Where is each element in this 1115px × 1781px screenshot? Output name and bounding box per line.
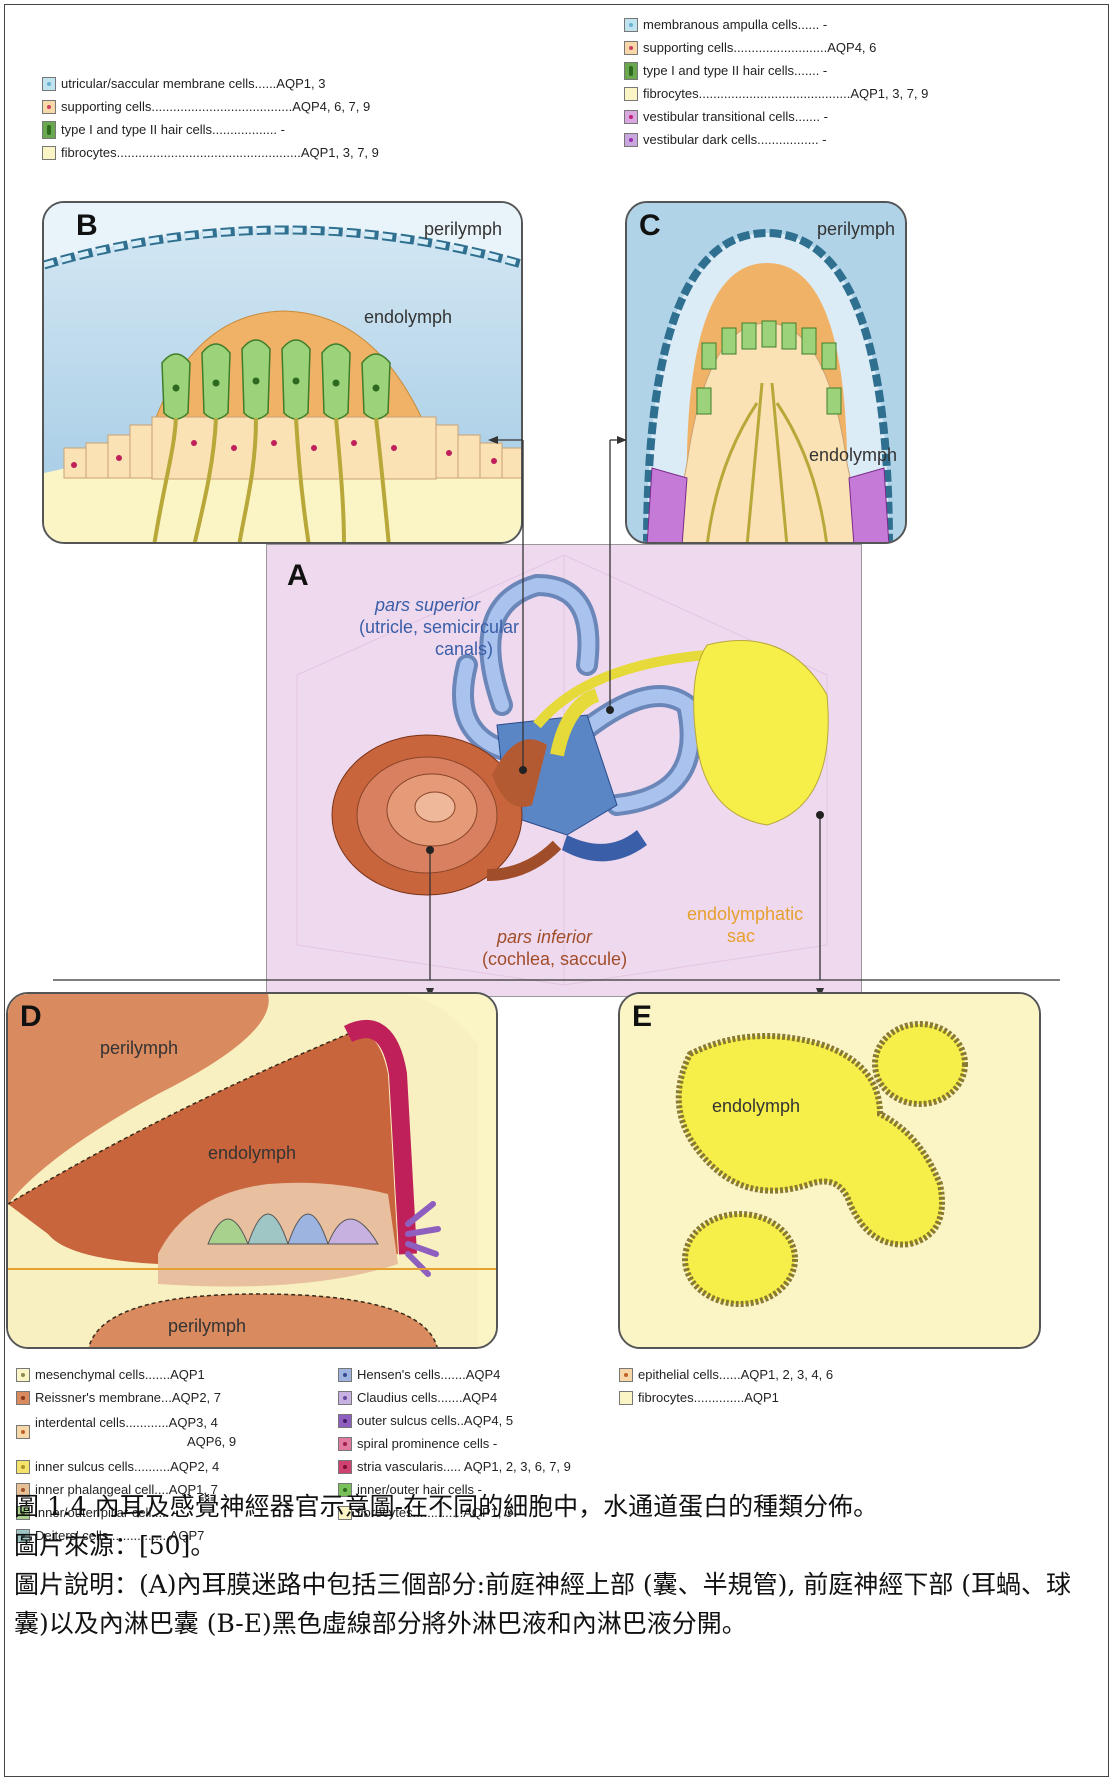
panel-d-perilymph-top-label: perilymph [100,1038,178,1058]
legend-label: interdental cells............AQP3, 4 [35,1415,218,1430]
legend-label: Claudius cells.......AQP4 [357,1390,497,1405]
legend-swatch [619,1368,633,1382]
legend-entry: spiral prominence cells - [338,1432,638,1455]
legend-label: fibrocytes..............AQP1 [638,1390,779,1405]
caption-line-2: 圖片來源：[50]。 [14,1526,1104,1565]
legend-label-continuation: AQP6, 9 [35,1435,236,1448]
legend-entry: Claudius cells.......AQP4 [338,1386,638,1409]
panel-e-letter: E [632,1000,652,1033]
legend-entry: outer sulcus cells..AQP4, 5 [338,1409,638,1432]
legend-label: Hensen's cells.......AQP4 [357,1367,500,1382]
caption-line-1: 圖 1.4 內耳及感覺神經器官示意圖-在不同的細胞中，水通道蛋白的種類分佈。 [14,1487,1104,1526]
figure-caption: 圖 1.4 內耳及感覺神經器官示意圖-在不同的細胞中，水通道蛋白的種類分佈。 圖… [14,1487,1104,1643]
legend-entry: interdental cells............AQP3, 4 AQP6… [16,1409,336,1455]
legend-swatch [338,1460,352,1474]
legend-entry: epithelial cells......AQP1, 2, 3, 4, 6 [619,1363,919,1386]
legend-swatch [16,1460,30,1474]
panel-d-letter: D [20,1000,42,1033]
caption-line-3: 圖片說明：(A)內耳膜迷路中包括三個部分:前庭神經上部 (囊、半規管), 前庭神… [14,1565,1104,1643]
legend-swatch [338,1414,352,1428]
legend-label: spiral prominence cells - [357,1436,497,1451]
legend-label: stria vascularis..... AQP1, 2, 3, 6, 7, … [357,1459,571,1474]
legend-swatch [16,1391,30,1405]
legend-swatch [16,1368,30,1382]
legend-label: Reissner's membrane...AQP2, 7 [35,1390,221,1405]
legend-label: outer sulcus cells..AQP4, 5 [357,1413,513,1428]
panel-d: D perilymph endolymph perilymph [6,992,498,1349]
legend-entry: Reissner's membrane...AQP2, 7 [16,1386,336,1409]
panel-e-drawing: E endolymph [620,994,1041,1349]
legend-entry: mesenchymal cells.......AQP1 [16,1363,336,1386]
legend-entry: Hensen's cells.......AQP4 [338,1363,638,1386]
legend-panel-e: epithelial cells......AQP1, 2, 3, 4, 6 fi… [619,1363,919,1409]
panel-d-endolymph-label: endolymph [208,1143,296,1163]
legend-swatch [338,1391,352,1405]
legend-swatch [338,1368,352,1382]
panel-e-endolymph-label: endolymph [712,1096,800,1116]
legend-entry: stria vascularis..... AQP1, 2, 3, 6, 7, … [338,1455,638,1478]
legend-label: epithelial cells......AQP1, 2, 3, 4, 6 [638,1367,833,1382]
panel-e: E endolymph [618,992,1041,1349]
legend-entry: fibrocytes..............AQP1 [619,1386,919,1409]
panel-d-perilymph-bottom-label: perilymph [168,1316,246,1336]
legend-label: mesenchymal cells.......AQP1 [35,1367,205,1382]
legend-label: inner sulcus cells..........AQP2, 4 [35,1459,219,1474]
panel-d-drawing: D perilymph endolymph perilymph [8,994,498,1349]
legend-swatch [338,1437,352,1451]
legend-entry: inner sulcus cells..........AQP2, 4 [16,1455,336,1478]
legend-swatch [16,1425,30,1439]
legend-swatch [619,1391,633,1405]
